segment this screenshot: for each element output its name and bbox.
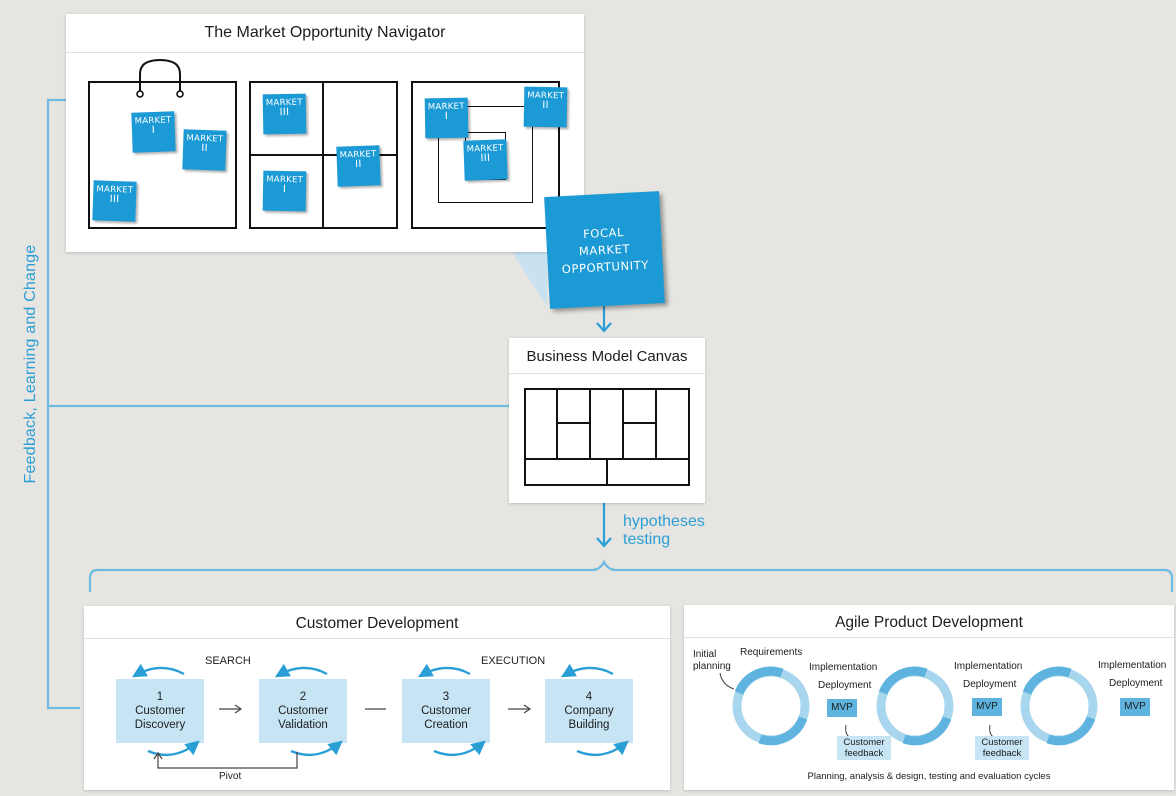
bag-frame <box>88 81 237 229</box>
business-model-canvas-card: Business Model Canvas <box>509 338 705 503</box>
implementation-label-3: Implementation <box>1098 660 1167 671</box>
deployment-label-2: Deployment <box>963 679 1017 690</box>
canvas-title: Business Model Canvas <box>526 348 688 365</box>
mvp-box-3: MVP <box>1120 698 1150 716</box>
hypotheses-testing-label: hypotheses testing <box>623 513 705 548</box>
customer-dev-arrows <box>131 663 629 769</box>
nested-frame <box>411 81 560 229</box>
mvp-box-1: MVP <box>827 699 857 717</box>
nested-frame-middle <box>438 106 533 203</box>
development-bracket <box>88 559 1174 592</box>
cycle-arrows <box>131 663 629 757</box>
canvas-grid-lines <box>524 388 690 486</box>
execution-label: EXECUTION <box>481 655 546 667</box>
divider <box>66 52 584 53</box>
navigator-title: The Market Opportunity Navigator <box>204 24 446 41</box>
implementation-label-1: Implementation <box>809 662 878 673</box>
customer-development-title: Customer Development <box>295 615 459 632</box>
agile-title: Agile Product Development <box>835 614 1023 631</box>
agile-caption: Planning, analysis & design, testing and… <box>807 771 1051 782</box>
pivot-label: Pivot <box>219 771 242 782</box>
deployment-label-1: Deployment <box>818 680 872 691</box>
agile-cycles <box>719 666 1098 746</box>
feedback-loop-line <box>46 98 80 710</box>
feedback-learning-label: Feedback, Learning and Change <box>22 244 39 484</box>
focal-market-opportunity-note: FOCAL MARKET OPPORTUNITY <box>544 191 665 309</box>
implementation-label-2: Implementation <box>954 661 1023 672</box>
requirements-label: Requirements <box>740 647 803 658</box>
deployment-label-3: Deployment <box>1109 678 1163 689</box>
divider <box>84 638 670 639</box>
bag-handle <box>136 58 184 98</box>
search-label: SEARCH <box>205 655 251 667</box>
divider <box>684 637 1174 638</box>
mvp-box-2: MVP <box>972 698 1002 716</box>
divider <box>509 373 705 374</box>
